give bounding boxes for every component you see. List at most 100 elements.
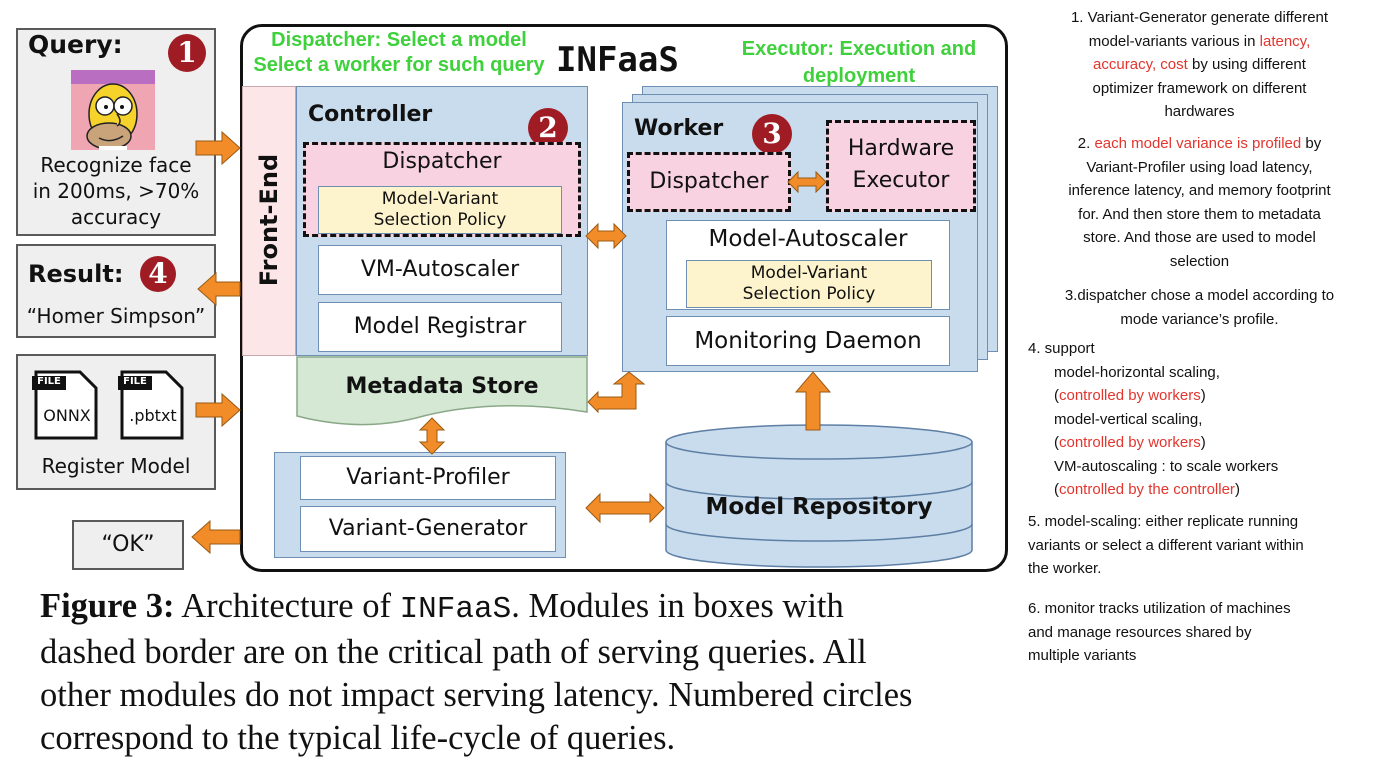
onnx-file-icon [32, 370, 98, 440]
arrow-metadata-profiler [418, 417, 446, 455]
caption-text: Architecture of [174, 587, 400, 625]
worker-selection-policy: Model-Variant Selection Policy [686, 260, 932, 308]
figure-caption: Figure 3: Architecture of INFaaS. Module… [40, 585, 990, 760]
note-line: 5. model-scaling: either replicate runni… [1028, 513, 1299, 530]
model-registrar-label: Model Registrar [353, 314, 527, 339]
note-line: model-vertical scaling, [1054, 410, 1203, 428]
note-highlight: each model variance is profiled [1094, 135, 1302, 152]
hardware-executor-box: Hardware Executor [826, 120, 976, 212]
step-2-badge: 2 [528, 108, 568, 148]
note-line: (controlled by workers) [1054, 387, 1206, 404]
note-2: 2. each model variance is profiled by Va… [1027, 132, 1372, 273]
dispatcher-note-line: Select a worker for such query [253, 54, 545, 76]
note-highlight: latency, [1259, 32, 1311, 50]
note-line: hardwares [1164, 103, 1235, 120]
onnx-file-label: ONNX [43, 406, 91, 425]
model-repository-label: Model Repository [705, 494, 933, 520]
note-text: model-variants various in [1088, 32, 1260, 50]
variant-profiler-label: Variant-Profiler [346, 465, 510, 490]
ok-text: “OK” [101, 532, 155, 557]
arrow-generator-repository [585, 492, 665, 524]
step-1-badge: 1 [168, 34, 206, 72]
note-highlight: controlled by the controller [1059, 481, 1235, 498]
note-highlight: controlled by workers [1059, 387, 1201, 404]
query-box: Query: 1 Recognize face in 200ms, >70% a… [16, 28, 216, 236]
worker-dispatcher-box: Dispatcher [627, 152, 791, 212]
file-tag-2: FILE [123, 376, 147, 387]
vm-autoscaler-box: VM-Autoscaler [318, 245, 562, 295]
result-title: Result: [28, 260, 124, 288]
system-title: INFaaS [556, 40, 679, 80]
arrow-repository-to-monitor [794, 371, 832, 431]
caption-line-1: Figure 3: Architecture of INFaaS. Module… [40, 585, 990, 631]
register-model-label: Register Model [41, 454, 191, 478]
note-line: accuracy, cost by using different [1027, 53, 1372, 77]
model-autoscaler-label: Model-Autoscaler [708, 226, 908, 252]
caption-line-4: correspond to the typical life-cycle of … [40, 719, 676, 757]
step-3-badge: 3 [752, 114, 792, 154]
note-line: and manage resources shared by [1028, 623, 1252, 641]
model-repository-cylinder [665, 424, 973, 568]
note-text: by using different [1187, 56, 1306, 73]
query-title: Query: [28, 30, 123, 59]
worker-policy-line: Selection Policy [742, 284, 876, 304]
caption-code: INFaaS [399, 592, 512, 627]
note-3: 3.dispatcher chose a model according to … [1027, 284, 1372, 331]
arrow-dispatcher-executor [787, 170, 827, 194]
worker-title: Worker [634, 116, 724, 141]
note-line: optimizer framework on different [1092, 79, 1307, 97]
arrows-layer [191, 130, 832, 555]
note-line: selection [1169, 252, 1230, 270]
arrow-register-to-system [195, 392, 241, 428]
vm-autoscaler-label: VM-Autoscaler [360, 257, 520, 282]
caption-line-3: other modules do not impact serving late… [40, 676, 913, 714]
hardware-executor-line: Executor [852, 168, 950, 193]
variant-generator-box: Variant-Generator [300, 506, 556, 552]
dispatcher-note: Dispatcher: Select a model Select a work… [244, 28, 554, 78]
variant-profiler-box: Variant-Profiler [300, 456, 556, 500]
note-line: Variant-Profiler using load latency, [1086, 158, 1313, 176]
result-box: Result: 4 “Homer Simpson” [16, 244, 216, 338]
query-text: Recognize face in 200ms, >70% accuracy [18, 152, 214, 230]
front-end-panel [242, 86, 296, 356]
homer-face-image [71, 70, 155, 150]
controller-policy-line: Selection Policy [373, 210, 507, 230]
arrow-query-to-frontend [195, 130, 241, 166]
caption-text: . Modules in boxes with [511, 587, 844, 625]
monitoring-daemon-label: Monitoring Daemon [694, 328, 922, 354]
arrow-controller-worker [585, 222, 627, 250]
worker-dispatcher-label: Dispatcher [649, 169, 769, 194]
note-line: 3.dispatcher chose a model according to [1064, 287, 1335, 304]
note-line: (controlled by the controller) [1054, 481, 1240, 498]
step-4-badge: 4 [140, 256, 176, 292]
note-line: model-variants various in latency, [1027, 30, 1372, 54]
pbtxt-file-icon [118, 370, 184, 440]
controller-dispatcher-label: Dispatcher [382, 149, 502, 174]
hardware-executor-line: Hardware [847, 136, 955, 161]
note-highlight: controlled by workers [1059, 434, 1201, 451]
note-line: 4. support [1028, 340, 1095, 357]
note-line: (controlled by workers) [1054, 434, 1206, 451]
worker-policy-line: Model-Variant [750, 263, 868, 283]
result-value: “Homer Simpson” [26, 304, 206, 328]
note-line: multiple variants [1028, 647, 1137, 664]
note-text: 2. [1077, 135, 1095, 152]
note-5: 5. model-scaling: either replicate runni… [1028, 510, 1373, 581]
note-line: the worker. [1028, 560, 1102, 577]
metadata-store-label: Metadata Store [345, 374, 539, 399]
note-line: mode variance’s profile. [1120, 310, 1279, 328]
note-highlight: accuracy, cost [1093, 56, 1188, 73]
note-line: VM-autoscaling : to scale workers [1054, 457, 1279, 475]
executor-note: Executor: Execution and deployment [724, 36, 994, 90]
caption-line-2: dashed border are on the critical path o… [40, 633, 867, 671]
dispatcher-note-line: Dispatcher: Select a model [271, 29, 527, 51]
note-line: for. And then store them to metadata [1078, 205, 1321, 223]
metadata-store-shape [296, 356, 588, 426]
query-text-line: Recognize face [40, 153, 192, 177]
controller-policy-line: Model-Variant [381, 189, 499, 209]
pbtxt-file-label: .pbtxt [129, 406, 177, 425]
file-tag-1: FILE [37, 376, 61, 387]
monitoring-daemon-box: Monitoring Daemon [666, 316, 950, 366]
note-line: 6. monitor tracks utilization of machine… [1028, 600, 1291, 617]
note-line: variants or select a different variant w… [1028, 536, 1304, 554]
